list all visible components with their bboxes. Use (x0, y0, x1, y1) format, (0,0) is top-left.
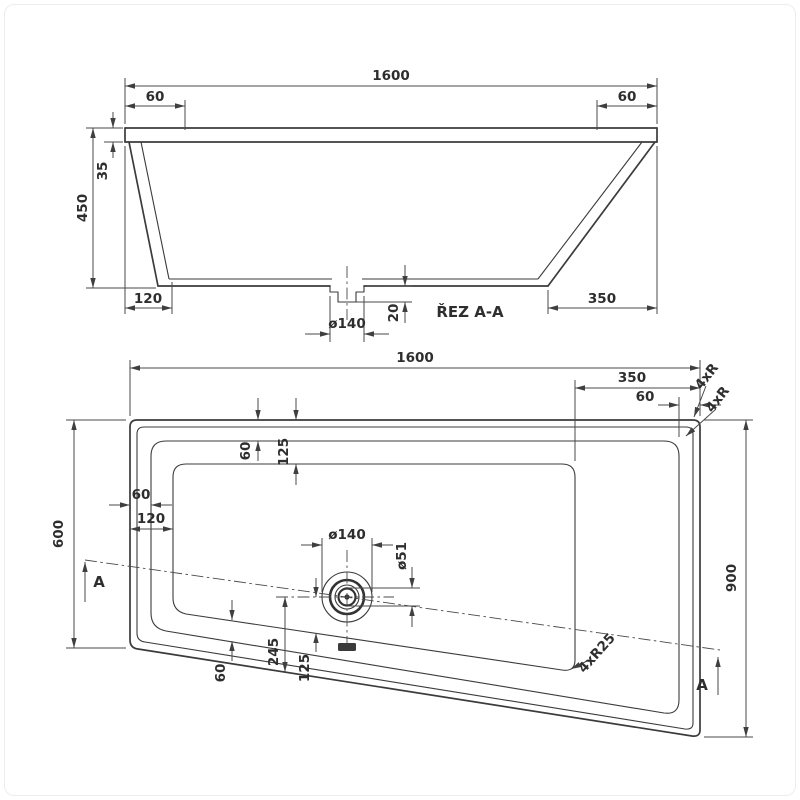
dim-plan-bottom-rim-inset: 60 (213, 664, 229, 683)
dim-section-bottom-right: 350 (588, 291, 616, 307)
dim-plan-overall-length: 1600 (396, 350, 434, 366)
waste-outlet-mark (338, 643, 356, 651)
dim-section-rim-left: 60 (146, 89, 165, 105)
dim-plan-top-rim-inset: 60 (238, 442, 254, 461)
plan-view: 1600 350 60 4xR 4xR 600 900 60 125 60 12… (51, 350, 753, 738)
dim-plan-rim-right: 60 (636, 389, 655, 405)
plan-wall-top-edge (150, 440, 680, 714)
section-tub-profile (124, 127, 658, 320)
dim-section-drain-diameter: ø140 (328, 316, 365, 332)
dim-plan-left-rim-inset: 60 (132, 487, 151, 503)
section-view: 1600 60 60 35 450 120 ø140 20 ŘEZ A-A 35… (75, 68, 658, 342)
dim-plan-width-right: 900 (724, 564, 740, 592)
dim-plan-floor-radius: 4xR25 (575, 630, 619, 676)
dim-plan-width-left: 600 (51, 520, 67, 548)
dim-section-bottom-left: 120 (134, 291, 162, 307)
section-extension-lines (86, 78, 658, 342)
dim-plan-top-floor-inset: 125 (276, 438, 292, 466)
dim-section-rim-height: 35 (95, 162, 111, 181)
dim-section-overall-length: 1600 (372, 68, 410, 84)
dim-plan-drain-to-edge: 245 (266, 638, 282, 666)
dim-section-depth: 450 (75, 194, 91, 222)
plan-dimension-labels: 1600 350 60 4xR 4xR 600 900 60 125 60 12… (51, 350, 740, 694)
section-dimension-lines (90, 83, 657, 337)
plan-section-line (82, 559, 721, 695)
plan-dimension-lines (71, 365, 749, 737)
dim-plan-waste-diameter: ø51 (394, 542, 410, 570)
plan-rim-edge (136, 426, 694, 730)
section-dimension-labels: 1600 60 60 35 450 120 ø140 20 ŘEZ A-A 35… (75, 68, 636, 332)
dim-section-drain-depth: 20 (386, 304, 402, 323)
dim-plan-drain-to-floor: 125 (297, 654, 313, 682)
dim-plan-left-floor-inset: 120 (137, 511, 165, 527)
dim-plan-drain-diameter: ø140 (328, 527, 365, 543)
plan-outer-edge (129, 419, 701, 737)
dim-section-rim-right: 60 (618, 89, 637, 105)
section-title: ŘEZ A-A (436, 302, 504, 321)
section-marker-a-right: A (696, 676, 708, 694)
plan-floor-edge (172, 463, 576, 671)
dim-plan-backrest: 350 (618, 370, 646, 386)
section-cut-line-a-a (84, 559, 721, 651)
section-drain-fitting (329, 286, 365, 303)
plan-drain (276, 550, 394, 651)
section-marker-a-left: A (93, 573, 105, 591)
